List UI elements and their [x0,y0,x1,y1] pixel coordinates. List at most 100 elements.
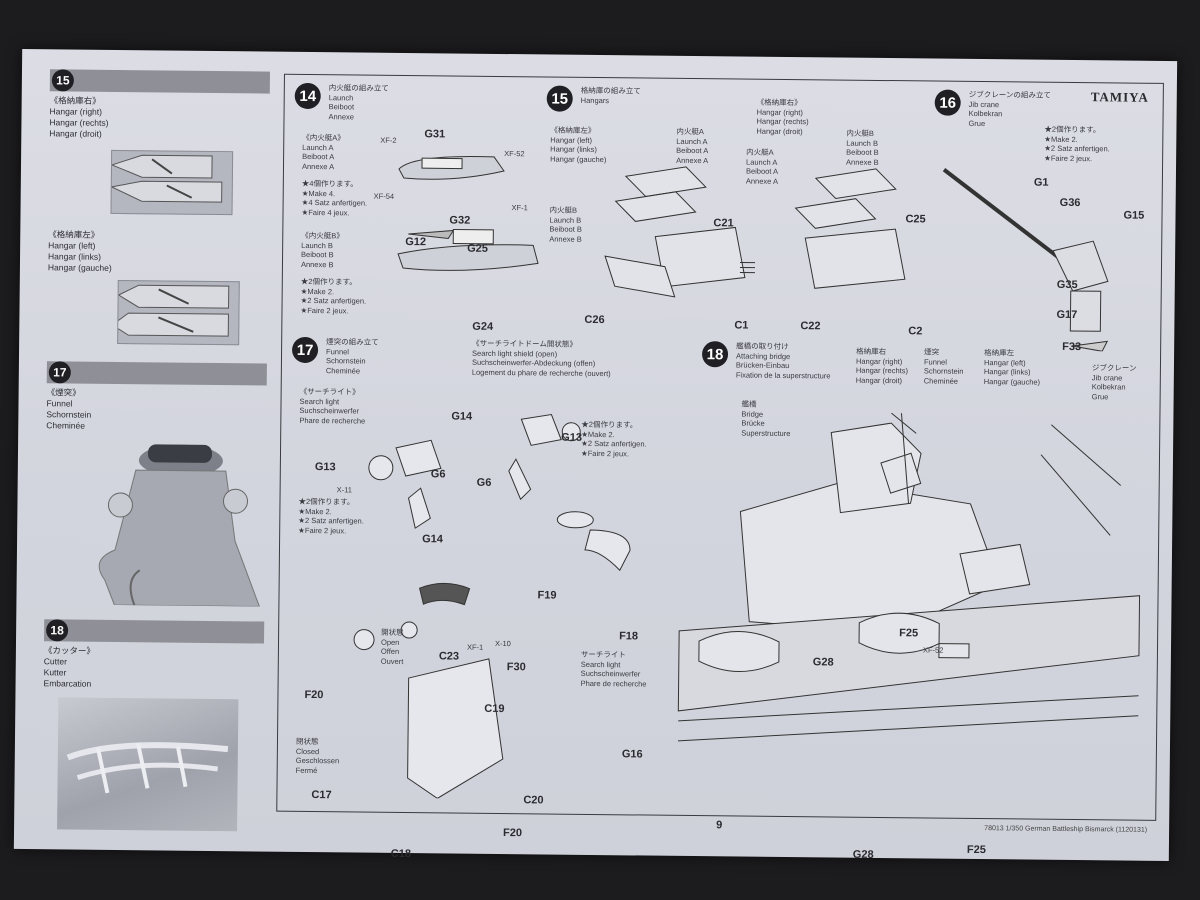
note-line: ★4 Satz anfertigen. [301,197,368,208]
footer-text: 78013 1/350 German Battleship Bismarck (… [984,825,1148,834]
jp-text: 内火艇B [846,128,874,138]
fr-text: Hangar (gauche) [983,376,1041,387]
step-title: 艦橋の取り付け Attaching bridge Brücken-Einbau … [736,341,831,380]
part-label: G28 [812,656,834,669]
fr-text: Hangar (gauche) [47,262,112,273]
step-title: 格納庫の組み立て Hangars [581,86,641,106]
de-text: Brücken-Einbau [735,360,790,371]
part-label: F20 [502,827,523,840]
jp-text: 《カッター》 [43,645,95,656]
fr-text: Annexe [328,111,355,121]
step-18: 18 艦橋の取り付け Attaching bridge Brücken-Einb… [677,341,1152,861]
instruction-frame: TAMIYA 14 内火艇の組み立て Launch Beiboot Annexe… [276,73,1164,861]
fr-text: Annexe B [549,234,582,244]
fr-text: Cheminée [923,375,959,386]
jp-text: 内火艇B [549,205,578,215]
jp-text: 格納庫右 [856,346,887,357]
step-number-badge: 15 [546,85,573,112]
fr-text: Logement du phare de recherche (ouvert) [471,367,611,378]
de-text: Offen [380,646,400,656]
part-label: F19 [537,589,557,602]
step-number-badge: 17 [48,361,71,384]
fr-text: Hangar (droit) [49,128,102,139]
en-text: Cutter [43,656,68,667]
part-label: G25 [467,242,489,255]
part-label: C21 [713,217,734,230]
jp-text: 《格納庫右》 [756,97,802,108]
en-text: Hangar (right) [49,106,103,117]
page-number: 9 [716,819,723,832]
paint-tag: XF-1 [466,642,484,652]
de-text: Schornstein [325,356,366,366]
de-text: Kolbekran [1091,382,1126,392]
instruction-sheet: 15 《格納庫右》 Hangar (right) Hangar (rechts)… [13,48,1178,862]
en-text: Launch B [549,215,582,225]
fr-text: Fixation de la superstructure [735,369,831,380]
launch-a-label: 《内火艇A》 Launch A Beiboot A Annexe A [302,133,345,171]
cutter-photo [57,697,239,832]
funnel-drawing [98,444,261,607]
de-text: Beiboot [328,102,355,112]
jp-text: サーチライト [580,649,626,660]
hangar-right-callout: 格納庫右 Hangar (right) Hangar (rechts) Hang… [856,347,909,386]
left-column: 15 《格納庫右》 Hangar (right) Hangar (rechts)… [42,69,275,832]
de-text: Hangar (rechts) [855,365,909,376]
part-label: C2 [908,325,923,338]
launch-drawing [397,155,539,271]
part-label: G31 [424,128,446,141]
part-label: G36 [1059,196,1081,210]
en-text: Funnel [46,398,73,409]
de-text: Hangar (rechts) [49,117,109,128]
hangar-right-label: 《格納庫右》 Hangar (right) Hangar (rechts) Ha… [49,95,109,140]
part-label: F25 [966,843,986,857]
section-bar-17: 17 [46,361,267,386]
jp-text: 開状態 [381,627,404,638]
fr-text: Ouvert [380,656,404,666]
en-text: Hangar (right) [855,356,903,366]
paint-tag: XF-52 [922,645,944,655]
de-text: Beiboot B [301,249,334,260]
jp-text: 《格納庫右》 [49,95,101,106]
ship-assembly-drawing [677,412,1141,742]
part-label: F30 [506,661,526,674]
hangar-right-label: 《格納庫右》 Hangar (right) Hangar (rechts) Ha… [756,98,809,137]
part-label: G24 [472,320,494,333]
note-line: ★2 Satz anfertigen. [300,295,367,306]
fr-text: Embarcation [43,678,92,689]
fr-text: Hangar (droit) [756,126,803,136]
part-label: G13 [314,461,336,474]
part-label: G28 [852,848,874,861]
hangar-left-label: 《格納庫左》 Hangar (left) Hangar (links) Hang… [48,229,112,274]
fr-text: Phare de recherche [580,678,647,689]
part-label: C26 [584,313,605,327]
en-text: Hangar (left) [550,135,593,145]
funnel-photo [84,430,271,607]
step-14: 14 内火艇の組み立て Launch Beiboot Annexe 《内火艇A》… [294,82,545,333]
step-title: ジブクレーンの組み立て Jib crane Kolbekran Grue [968,90,1051,129]
part-label: C22 [800,320,821,333]
jp-text: 《内火艇B》 [301,230,344,241]
jp-text: 煙突 [924,347,940,357]
en-text: Hangars [580,95,610,105]
de-text: Schornstein [46,409,92,420]
en-text: Open [380,637,400,647]
funnel-assembly-drawing [353,413,631,799]
paint-tag: XF-54 [373,191,395,201]
de-text: Beiboot A [302,151,335,162]
hangar-left-drawing [111,284,230,337]
en-text: Hangar (left) [983,357,1026,367]
funnel-callout: 煙突 Funnel Schornstein Cheminée [924,347,964,385]
de-text: Hangar (links) [983,367,1031,377]
launch-b-note: ★2個作ります。 ★Make 2. ★2 Satz anfertigen. ★F… [300,277,366,316]
launch-a-note: ★4個作ります。 ★Make 4. ★4 Satz anfertigen. ★F… [301,179,367,218]
de-text: Kutter [43,667,67,678]
paint-tag: X-11 [336,485,352,495]
de-text: Beiboot B [549,224,582,234]
cutter-drawing [66,742,229,794]
en-text: Launch A [676,136,708,146]
step-number-badge: 15 [51,69,75,92]
jp-text: 艦橋の取り付け [736,341,789,352]
jp-text: 閉状態 [295,736,319,747]
fr-text: Grue [968,118,986,128]
